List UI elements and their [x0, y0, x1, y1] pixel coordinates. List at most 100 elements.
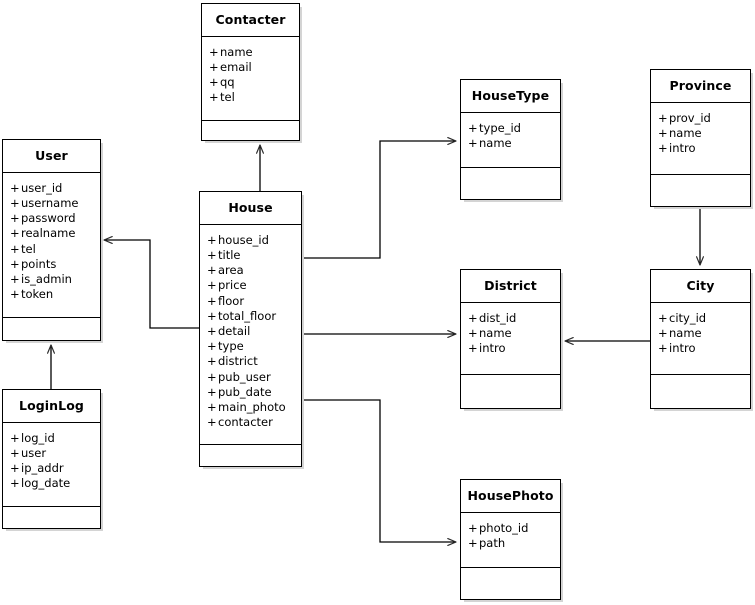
attribute-name: prov_id [669, 110, 711, 125]
class-attributes-user: +user_id+username+password+realname+tel+… [3, 173, 100, 318]
attribute-row: +name [461, 136, 560, 151]
visibility-marker: + [207, 415, 217, 430]
attribute-name: email [220, 59, 252, 74]
visibility-marker: + [10, 195, 20, 210]
class-box-housephoto[interactable]: HousePhoto +photo_id+path [460, 479, 561, 600]
attribute-name: path [479, 535, 506, 550]
attribute-name: photo_id [479, 520, 529, 535]
attribute-name: area [218, 263, 244, 278]
attribute-row: +name [461, 326, 560, 341]
class-attributes-district: +dist_id+name+intro [461, 303, 560, 375]
class-box-district[interactable]: District +dist_id+name+intro [460, 269, 561, 409]
class-title-housephoto: HousePhoto [461, 480, 560, 513]
visibility-marker: + [209, 75, 219, 90]
class-title-loginlog: LoginLog [3, 390, 100, 423]
visibility-marker: + [10, 461, 20, 476]
class-box-user[interactable]: User +user_id+username+password+realname… [2, 139, 101, 341]
visibility-marker: + [468, 120, 478, 135]
attribute-name: house_id [218, 232, 269, 247]
attribute-row: +ip_addr [3, 461, 100, 476]
attribute-row: +district [200, 354, 301, 369]
attribute-name: name [479, 325, 512, 340]
visibility-marker: + [10, 445, 20, 460]
attribute-row: +house_id [200, 233, 301, 248]
attribute-row: +title [200, 248, 301, 263]
attribute-name: contacter [218, 415, 273, 430]
attribute-name: name [220, 44, 253, 59]
attribute-name: name [479, 135, 512, 150]
attribute-row: +dist_id [461, 311, 560, 326]
attribute-row: +realname [3, 226, 100, 241]
attribute-name: tel [21, 241, 36, 256]
visibility-marker: + [207, 232, 217, 247]
attribute-row: +total_floor [200, 309, 301, 324]
class-attributes-house: +house_id+title+area+price+floor+total_f… [200, 225, 301, 445]
attribute-row: +intro [461, 341, 560, 356]
connector-house-to-housephoto [302, 399, 457, 546]
visibility-marker: + [207, 354, 217, 369]
class-box-contacter[interactable]: Contacter +name+email+qq+tel [201, 3, 300, 141]
attribute-row: +log_date [3, 476, 100, 491]
attribute-row: +tel [202, 90, 299, 105]
visibility-marker: + [10, 180, 20, 195]
visibility-marker: + [468, 535, 478, 550]
class-attributes-loginlog: +log_id+user+ip_addr+log_date [3, 423, 100, 507]
visibility-marker: + [207, 399, 217, 414]
visibility-marker: + [10, 271, 20, 286]
class-title-province: Province [651, 70, 750, 103]
class-box-house[interactable]: House +house_id+title+area+price+floor+t… [199, 191, 302, 467]
class-attributes-city: +city_id+name+intro [651, 303, 750, 375]
attribute-name: city_id [669, 310, 707, 325]
attribute-name: qq [220, 75, 235, 90]
class-box-province[interactable]: Province +prov_id+name+intro [650, 69, 751, 207]
visibility-marker: + [207, 369, 217, 384]
attribute-name: type_id [479, 120, 521, 135]
visibility-marker: + [468, 135, 478, 150]
attribute-row: +floor [200, 294, 301, 309]
visibility-marker: + [10, 241, 20, 256]
attribute-row: +path [461, 536, 560, 551]
attribute-name: title [218, 247, 241, 262]
class-box-city[interactable]: City +city_id+name+intro [650, 269, 751, 409]
attribute-row: +contacter [200, 415, 301, 430]
attribute-row: +points [3, 257, 100, 272]
visibility-marker: + [207, 339, 217, 354]
attribute-row: +username [3, 196, 100, 211]
connector-house-to-housetype [302, 137, 457, 259]
attribute-row: +email [202, 60, 299, 75]
attribute-name: tel [220, 90, 235, 105]
visibility-marker: + [207, 278, 217, 293]
class-attributes-housetype: +type_id+name [461, 113, 560, 168]
attribute-name: password [21, 211, 76, 226]
visibility-marker: + [10, 211, 20, 226]
class-attributes-province: +prov_id+name+intro [651, 103, 750, 175]
attribute-row: +prov_id [651, 111, 750, 126]
class-title-house: House [200, 192, 301, 225]
class-title-district: District [461, 270, 560, 303]
visibility-marker: + [10, 430, 20, 445]
attribute-row: +tel [3, 242, 100, 257]
visibility-marker: + [658, 325, 668, 340]
visibility-marker: + [207, 293, 217, 308]
class-box-loginlog[interactable]: LoginLog +log_id+user+ip_addr+log_date [2, 389, 101, 529]
visibility-marker: + [207, 263, 217, 278]
attribute-name: intro [479, 341, 506, 356]
visibility-marker: + [10, 226, 20, 241]
attribute-name: is_admin [21, 271, 72, 286]
attribute-name: pub_date [218, 384, 272, 399]
visibility-marker: + [209, 59, 219, 74]
attribute-row: +pub_user [200, 370, 301, 385]
attribute-name: realname [21, 226, 76, 241]
attribute-name: points [21, 256, 57, 271]
attribute-name: total_floor [218, 308, 277, 323]
attribute-name: user_id [21, 180, 63, 195]
attribute-row: +type [200, 339, 301, 354]
attribute-name: user [21, 445, 47, 460]
class-box-housetype[interactable]: HouseType +type_id+name [460, 79, 561, 200]
attribute-name: floor [218, 293, 245, 308]
attribute-row: +user_id [3, 181, 100, 196]
attribute-row: +name [202, 45, 299, 60]
attribute-name: type [218, 339, 244, 354]
